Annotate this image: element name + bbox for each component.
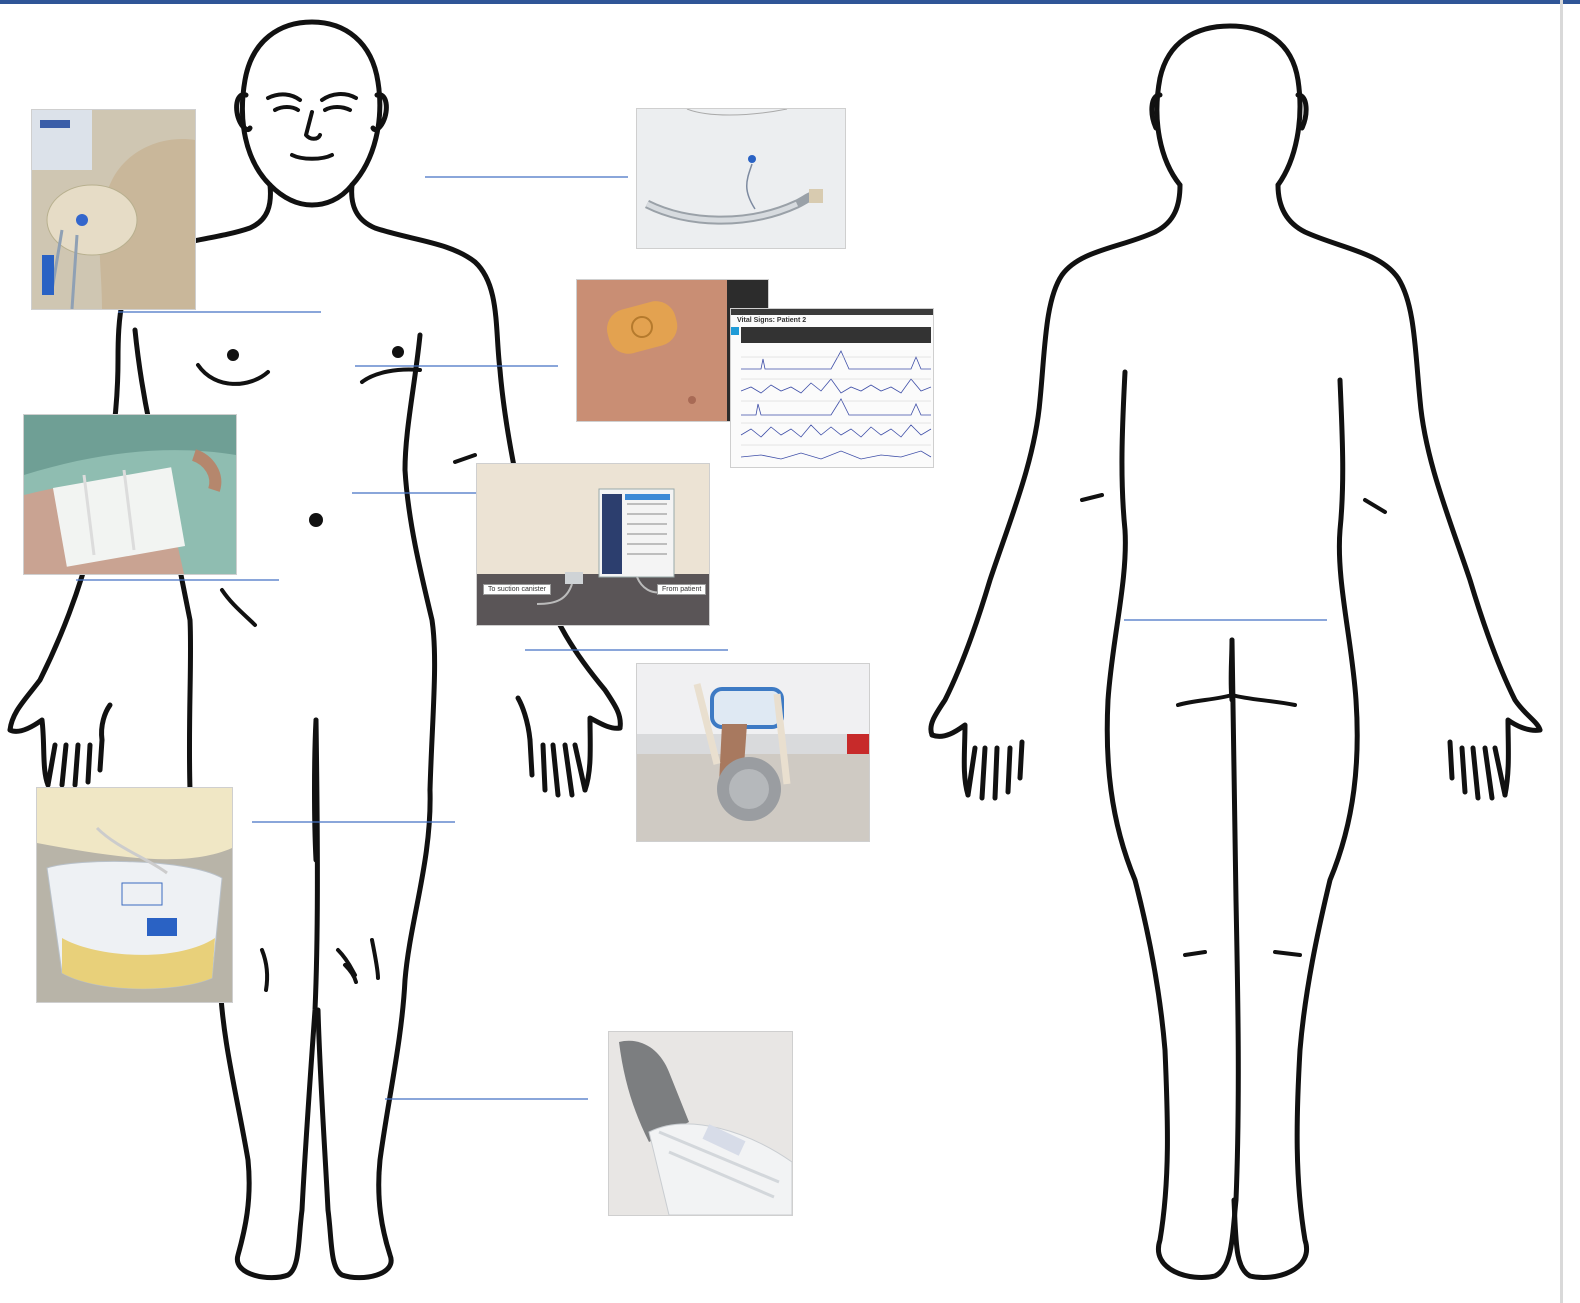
vital-signs-title: Vital Signs: Patient 2	[737, 317, 806, 324]
chest-drain-photo: To suction canister From patient	[476, 463, 710, 626]
endotracheal-tube-photo	[636, 108, 846, 249]
central-line-photo	[31, 109, 196, 310]
face-features	[198, 94, 475, 990]
from-patient-label: From patient	[657, 584, 706, 595]
wound-dressing-photo	[23, 414, 237, 575]
back-body-outline	[931, 26, 1540, 1278]
to-suction-canister-label: To suction canister	[483, 584, 551, 595]
compression-device-photo	[608, 1031, 793, 1216]
urinary-drainage-bag-photo	[36, 787, 233, 1003]
wrist-restraint-photo	[636, 663, 870, 842]
vital-signs-monitor-photo: Vital Signs: Patient 2	[730, 308, 934, 468]
